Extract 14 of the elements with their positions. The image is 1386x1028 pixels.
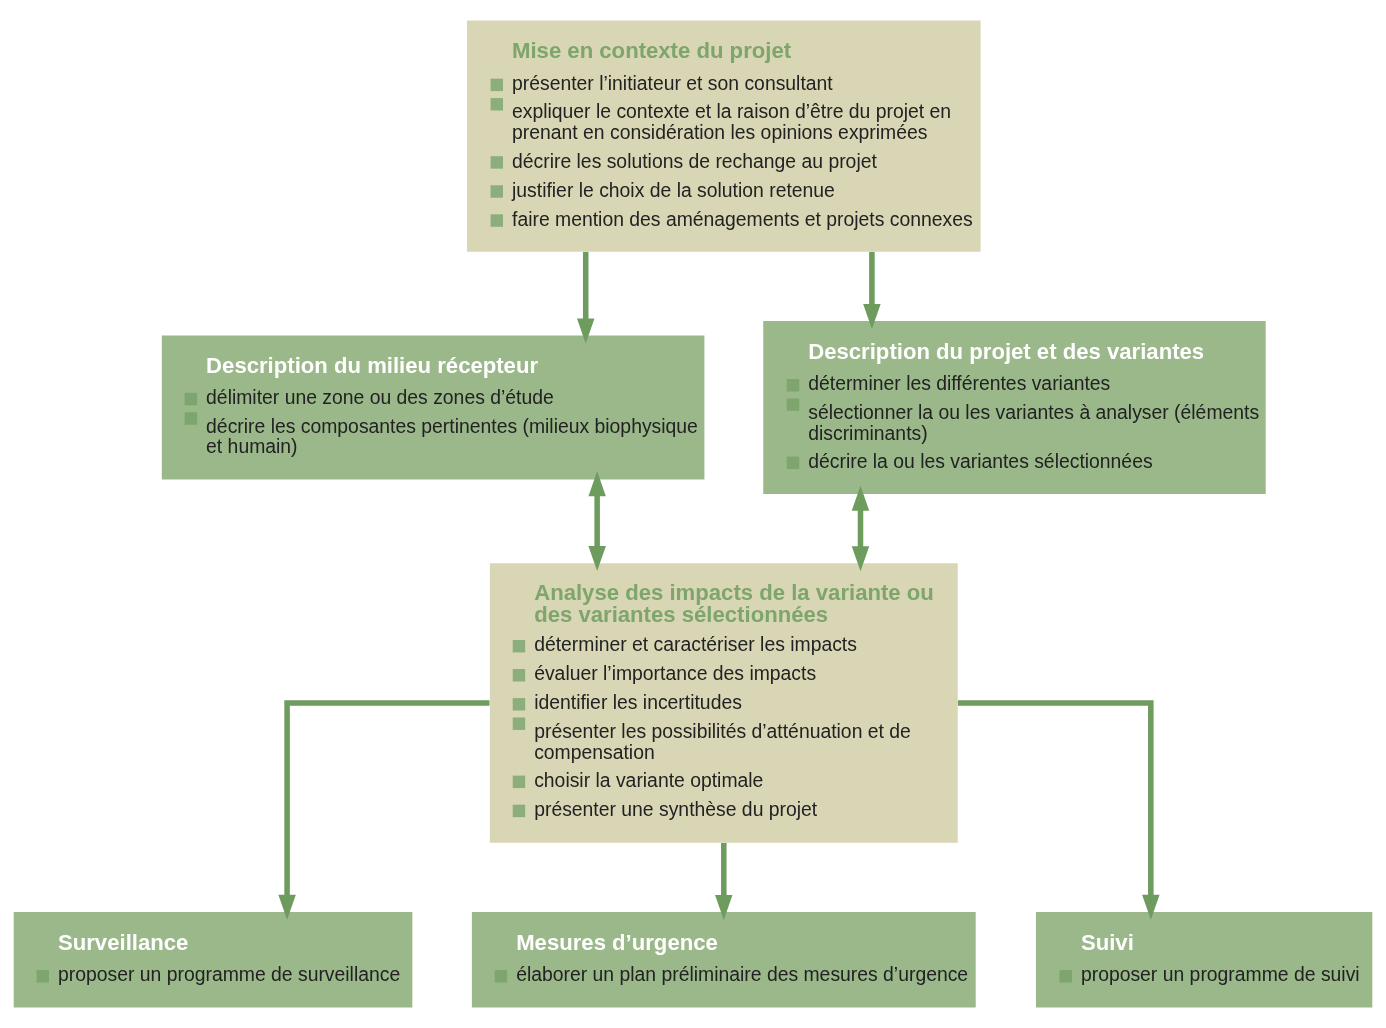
node-box: Analyse des impacts de la variante ou des variantes sélectionnées déterminer et caractériser les impacts évaluer l’importance des impacts identifier les incertitudes présenter les possibilités d’atténuation et de compensation choisir la variante optimale présenter une synthèse du projet [489,563,958,843]
arrow [957,700,1160,920]
node-box: Mise en contexte du projet présenter l’initiateur et son consultant expliquer le contexte et la raison d’être du projet en prenant en considération les opinions exprimées décrire les solutions de rechange au projet justifier le choix de la solution retenue faire mention des aménagements et projets connexes [467,20,981,252]
node-box: Description du projet et des variantes déterminer les différentes variantes sélectionner la ou les variantes à analyser (éléments discriminants) décrire la ou les variantes sélectionnées [763,320,1266,494]
node-box: Surveillance proposer un programme de surveillance [13,911,413,1008]
arrow [588,471,606,572]
arrow [851,485,870,572]
node-box: Suivi proposer un programme de suivi [1035,911,1373,1008]
arrow [863,251,881,330]
arrow [576,251,595,344]
node-box: Mesures d’urgence élaborer un plan préliminaire des mesures d’urgence [471,911,976,1008]
arrow [715,842,733,920]
node-box: Description du milieu récepteur délimiter une zone ou des zones d’étude décrire les composantes pertinentes (milieux biophysique et humain) [161,335,705,480]
arrow [278,700,490,920]
